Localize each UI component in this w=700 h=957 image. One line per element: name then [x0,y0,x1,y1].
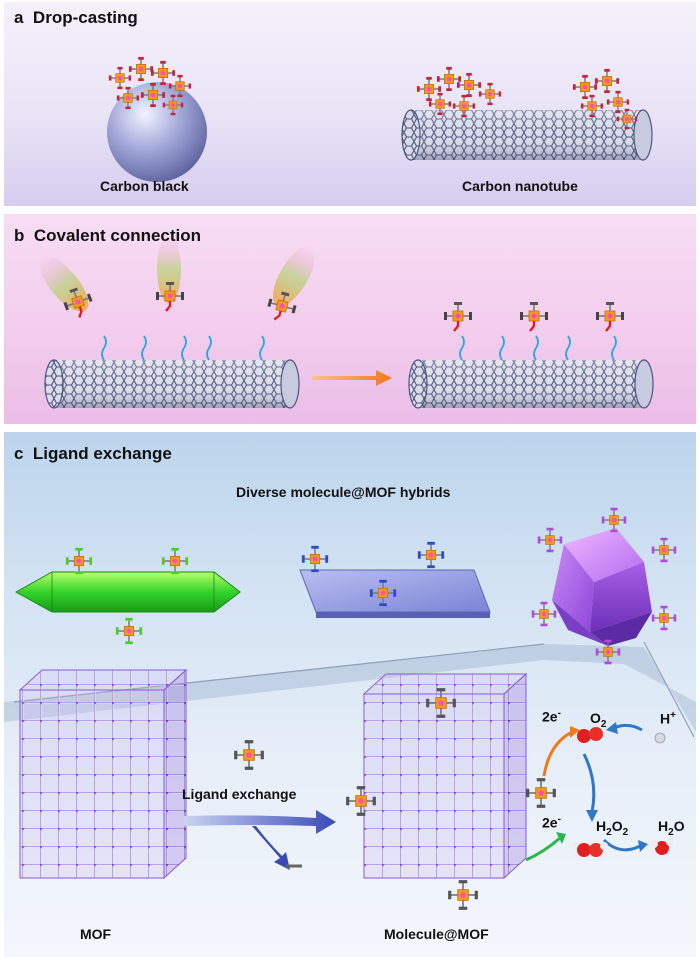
panel-b-art [39,235,654,409]
electrons-top: 2e- [542,708,561,725]
proton-sup: + [670,710,676,721]
h2o2-p2: O [611,818,623,834]
panel-a-art [107,56,653,182]
h2o-p1: H [658,818,669,834]
h2o-label: H2O [658,818,685,838]
reaction-arrows [525,722,648,862]
green-rod-crystal [14,571,241,613]
reaction-arrow [312,370,392,386]
hybrids-title: Diverse molecule@MOF hybrids [236,484,451,500]
h2o2-label: H2O2 [596,818,628,838]
free-ligand-molecule [233,739,265,771]
proton-label: H+ [660,710,676,727]
o2-molecule [577,727,603,743]
h2o-molecule [650,838,674,855]
purple-dodecahedron [552,528,652,646]
carbon-nanotube [401,109,653,161]
molecule-mof-caption: Molecule@MOF [384,926,489,942]
h2o-s1: 2 [668,826,674,838]
h2o2-s2: 2 [622,826,629,838]
attached-molecules [442,300,626,332]
o2-sub: 2 [600,718,607,730]
o2-base: O [590,710,601,726]
h2o-p2: O [673,818,685,834]
panel-c-letter: c [14,444,24,463]
panel-b: b Covalent connection [4,214,696,424]
panel-a-letter: a [14,8,24,27]
ligand-exchange-arrow [184,810,336,870]
panel-c: c Ligand exchange Diverse molecule@MOF h… [4,432,696,957]
panel-a-title: Drop-casting [32,8,138,27]
o2-label: O2 [590,710,606,730]
electrons-top-charge: - [557,708,561,719]
electrons-bottom-text: 2e [542,814,558,831]
panel-b-title: Covalent connection [33,226,202,245]
panel-b-label: b Covalent connection [14,226,201,246]
carbon-black-caption: Carbon black [100,178,189,194]
free-molecules [58,280,301,326]
nanotube-left [44,335,300,409]
ligand-exchange-label: Ligand exchange [182,786,297,802]
electrons-top-text: 2e [542,708,558,725]
proton-base: H [660,710,671,727]
h2o2-s1: 2 [606,826,612,838]
carbon-nanotube-caption: Carbon nanotube [462,178,578,194]
mof-cube [18,668,188,880]
molecule-cluster-tube-left [416,66,502,118]
electrons-bottom-charge: - [557,814,561,825]
panel-c-art [4,507,696,911]
panel-a-label: a Drop-casting [14,8,138,28]
panel-a: a Drop-casting Carbon black Carbon nanot… [4,2,696,206]
h2o2-p1: H [596,818,607,834]
mof-caption: MOF [80,926,112,942]
panel-c-title: Ligand exchange [32,444,172,463]
molecule-mof-cube [362,672,528,880]
panel-b-letter: b [14,226,25,245]
h2o2-molecule [572,842,608,857]
electrons-bottom: 2e- [542,814,561,831]
nanotube-right [408,335,654,409]
proton-sphere [654,732,666,744]
panel-c-label: c Ligand exchange [14,444,172,464]
